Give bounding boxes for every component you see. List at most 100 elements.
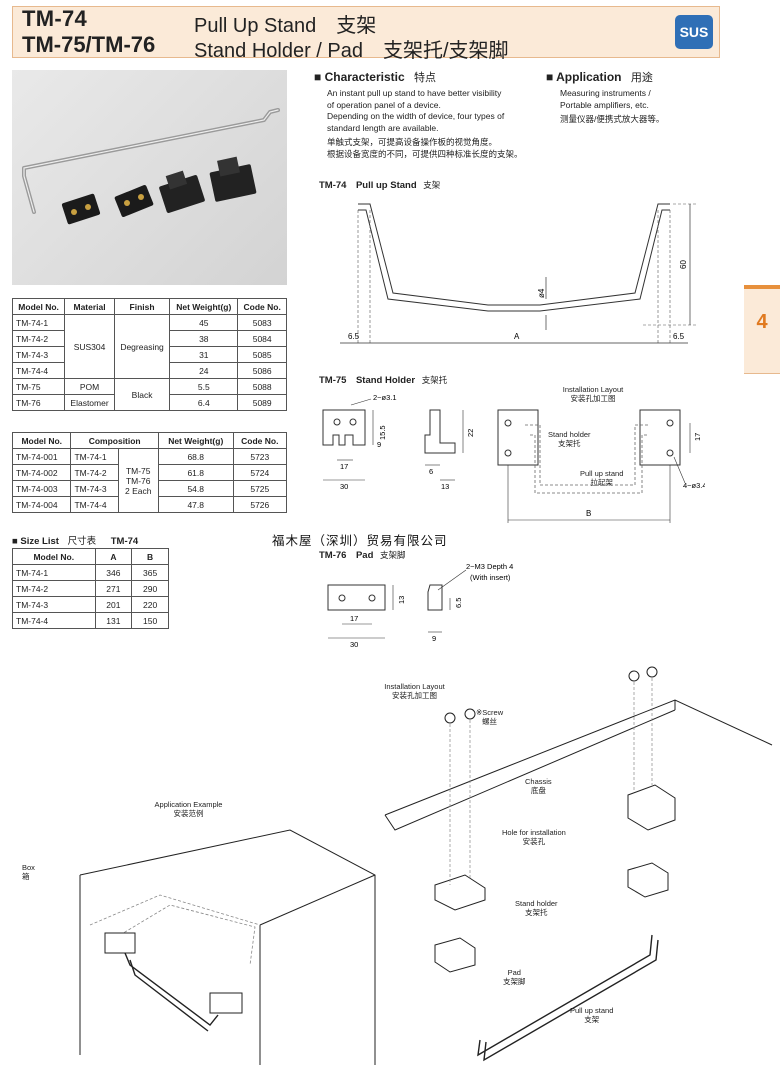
box-callout: Box 箱: [22, 863, 35, 881]
table-header-cell: Material: [64, 298, 115, 315]
chapter-tab: 4: [744, 285, 780, 374]
table-row: TM-74-004 TM-74-4 47.8 5726: [11, 496, 288, 513]
hole-label-en: Hole for installation: [502, 828, 566, 837]
table-header-row: Model No. Composition Net Weight(g) Code…: [11, 432, 288, 449]
callout-stand-cn: 拉起架: [590, 478, 613, 487]
a-cell: 271: [94, 580, 133, 597]
table-row: TM-74-1 SUS304 Degreasing 45 5083: [11, 314, 287, 379]
a-cell: 346: [94, 564, 133, 581]
characteristic-heading: ■ Characteristic 特点: [314, 69, 436, 85]
tm75-dim-9: 9: [377, 440, 381, 449]
b-cell: 220: [131, 596, 169, 613]
model-cell: TM-74-1: [11, 314, 66, 331]
model-cell: TM-74-1: [12, 564, 96, 581]
tm75-callout-holder: Stand holder 支架托: [548, 430, 591, 448]
layout-title-en: Installation Layout: [562, 385, 624, 394]
tm75-title: TM-75 Stand Holder: [319, 375, 416, 386]
tm75-dim-13: 13: [441, 482, 449, 491]
weight-cell: 24: [169, 362, 239, 379]
characteristic-line: of operation panel of a device.: [327, 99, 441, 110]
table-header-cell: Model No.: [11, 432, 72, 449]
application-title: Application: [556, 70, 622, 84]
code-cell: 5089: [237, 394, 287, 411]
material-cell: SUS304: [64, 314, 115, 379]
product-title-secondary: Stand Holder / Pad 支架托/支架脚: [194, 40, 509, 62]
tm76-dim-insert: (With insert): [470, 573, 511, 582]
app-example-title: Application Example 安装范例: [146, 800, 231, 818]
weight-cell: 68.8: [157, 448, 234, 465]
application-body: Measuring instruments / Portable amplifi…: [560, 88, 730, 126]
size-list-model: TM-74: [110, 536, 139, 547]
tm75-dim-30: 30: [340, 482, 348, 491]
table-header-cell: Finish: [113, 298, 171, 315]
weight-cell: 45: [169, 314, 239, 331]
holder-label-cn: 支架托: [525, 908, 548, 917]
pad-label-en: Pad: [507, 968, 521, 977]
application-line: 测量仪器/便携式放大器等。: [560, 114, 665, 124]
table-header-cell: Code No.: [237, 298, 287, 315]
tm76-title-cn: 支架脚: [380, 550, 406, 560]
hole-callout: Hole for installation 安装孔: [502, 828, 566, 846]
composition-cell: TM-74-2: [70, 464, 119, 481]
model-cell: TM-74-2: [12, 580, 96, 597]
table-header-cell: B: [131, 548, 169, 565]
screw-label-cn: 螺丝: [482, 717, 498, 726]
assembly-illustration: [384, 666, 773, 1062]
code-cell: 5086: [237, 362, 287, 379]
material-cell: Elastomer: [64, 394, 115, 411]
composition-line: TM-76: [125, 475, 151, 486]
screw-label-en: ※Screw: [476, 708, 504, 717]
bullet-icon: ■: [314, 70, 325, 84]
tm76-dim-13: 13: [397, 596, 406, 604]
table-header-row: Model No. A B: [12, 548, 169, 565]
assembly-title: Installation Layout 安装孔加工图: [372, 682, 457, 700]
box-label-en: Box: [22, 863, 35, 872]
title-banner: [12, 6, 720, 58]
holder-callout: Stand holder 支架托: [515, 899, 558, 917]
stand-callout: Pull up stand 支架: [570, 1006, 613, 1024]
code-cell: 5084: [237, 330, 287, 347]
table-header-cell: Net Weight(g): [157, 432, 234, 449]
tm75-callout-stand: Pull up stand 拉起架: [580, 469, 623, 487]
table-header-cell: Composition: [70, 432, 159, 449]
code-cell: 5725: [232, 480, 288, 497]
stand-label-cn: 支架: [584, 1015, 600, 1024]
screw-callout: ※Screw 螺丝: [476, 708, 503, 726]
tm75-installation-layout: B 17 4−ø3.4: [497, 409, 705, 523]
model-cell: TM-74-2: [11, 330, 66, 347]
tm74-dim-diameter: ø4: [537, 288, 546, 298]
table-header-cell: Model No.: [12, 548, 96, 565]
tm74-dim-height: 60: [679, 260, 688, 269]
layout-title-cn: 安装孔加工图: [570, 394, 616, 403]
code-cell: 5724: [232, 464, 288, 481]
code-cell: 5085: [237, 346, 287, 363]
table-row: TM-75 POM Black 5.5 5088: [11, 378, 287, 411]
tm75-dim-17: 17: [340, 462, 348, 471]
composition-line: 2 Each: [124, 485, 152, 496]
composition-cell: TM-74-4: [70, 496, 119, 513]
tm76-dim-6.5: 6.5: [454, 598, 463, 608]
model-cell: TM-74-001: [11, 448, 72, 465]
app-example-title-cn: 安装范例: [173, 809, 204, 818]
finish-cell: Black: [113, 378, 171, 411]
weight-cell: 31: [169, 346, 239, 363]
model-cell: TM-74-003: [11, 480, 72, 497]
product-photo-illustration: [22, 108, 280, 225]
tm75-dim-15.5: 15.5: [378, 425, 387, 440]
spec-table-materials: Model No. Material Finish Net Weight(g) …: [11, 298, 287, 411]
code-cell: 5726: [232, 496, 288, 513]
chassis-label-cn: 底盘: [530, 786, 546, 795]
tm76-label: TM-76 Pad 支架脚: [319, 547, 406, 561]
chassis-label-en: Chassis: [525, 777, 552, 786]
tm75-dim-4-holes: 4−ø3.4: [683, 481, 705, 490]
bullet-icon: ■: [12, 536, 21, 547]
weight-cell: 38: [169, 330, 239, 347]
callout-holder-en: Stand holder: [548, 430, 591, 439]
model-code-primary: TM-74: [22, 6, 88, 31]
code-cell: 5088: [237, 378, 287, 395]
weight-cell: 61.8: [157, 464, 234, 481]
